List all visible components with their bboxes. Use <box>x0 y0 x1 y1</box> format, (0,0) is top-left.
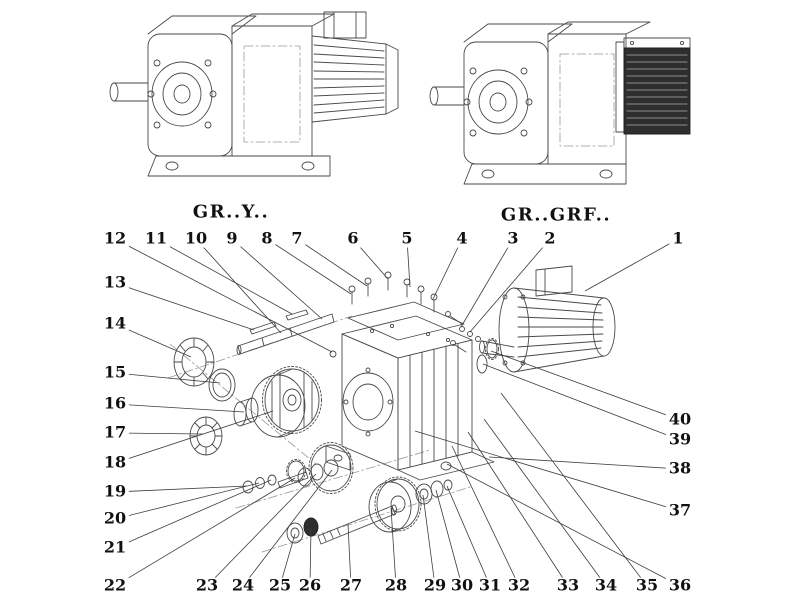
leader-line-39 <box>482 363 681 441</box>
leader-line-40 <box>490 350 681 421</box>
part-input-shaft <box>236 309 335 355</box>
part-motor-fasteners <box>445 311 488 374</box>
terminal-box <box>323 11 367 39</box>
leader-line-12 <box>114 238 333 353</box>
leader-line-33 <box>467 431 569 587</box>
leader-line-22 <box>114 477 296 587</box>
assembled-view-gr-grf <box>429 21 691 185</box>
output-shaft-end <box>109 82 119 102</box>
leader-line-2 <box>469 238 551 333</box>
leader-line-15 <box>114 372 221 384</box>
variant-label-gr-grf: GR..GRF.. <box>500 204 612 226</box>
leader-line-32 <box>451 445 520 587</box>
terminal-box <box>535 265 573 297</box>
leader-line-7 <box>296 238 368 287</box>
leader-line-4 <box>432 238 463 300</box>
leader-line-34 <box>483 418 607 587</box>
leader-line-14 <box>114 323 192 358</box>
leader-line-31 <box>446 485 491 587</box>
leader-line-16 <box>114 403 245 413</box>
part-output-shaft <box>286 476 453 545</box>
leader-line-6 <box>352 238 389 280</box>
exploded-view <box>167 265 616 553</box>
mounting-feet <box>147 155 331 177</box>
vent-plug <box>329 350 337 358</box>
leader-line-35 <box>500 392 648 587</box>
part-gear-housing <box>325 315 495 481</box>
part-intermediate-gear <box>297 442 354 494</box>
leader-line-27 <box>347 523 352 587</box>
leader-line-28 <box>390 507 397 587</box>
shaft-key <box>285 309 309 321</box>
leader-line-36 <box>446 463 681 587</box>
leader-line-1 <box>584 238 679 292</box>
leader-line-11 <box>155 238 293 315</box>
leader-line-19 <box>114 485 248 493</box>
leader-line-9 <box>231 238 323 320</box>
leader-line-30 <box>435 489 463 587</box>
part-bearings-rings <box>173 337 259 456</box>
leader-line-18 <box>114 410 274 464</box>
part-large-gear <box>250 366 322 438</box>
variant-label-gr-y: GR..Y.. <box>192 201 270 223</box>
leader-line-17 <box>114 432 204 435</box>
shaft-key <box>249 321 277 335</box>
leader-line-23 <box>206 473 317 587</box>
leader-line-24 <box>242 469 333 587</box>
leader-line-26 <box>309 527 312 587</box>
compact-motor-block <box>623 47 691 135</box>
leader-line-38 <box>488 456 681 470</box>
leader-line-10 <box>195 238 282 334</box>
leader-line-21 <box>114 479 272 549</box>
leader-lines <box>114 238 681 587</box>
leader-line-3 <box>460 238 514 328</box>
leader-line-29 <box>422 494 436 587</box>
leader-line-20 <box>114 482 260 520</box>
part-top-cover-bolts <box>347 271 465 341</box>
mounting-feet <box>463 163 627 185</box>
leader-line-25 <box>279 533 296 587</box>
leader-line-8 <box>266 238 352 295</box>
output-shaft-end <box>429 86 439 106</box>
leader-line-13 <box>114 282 255 331</box>
part-motor <box>479 265 616 373</box>
leader-line-37 <box>414 430 681 512</box>
assembled-view-gr-y <box>109 11 399 177</box>
